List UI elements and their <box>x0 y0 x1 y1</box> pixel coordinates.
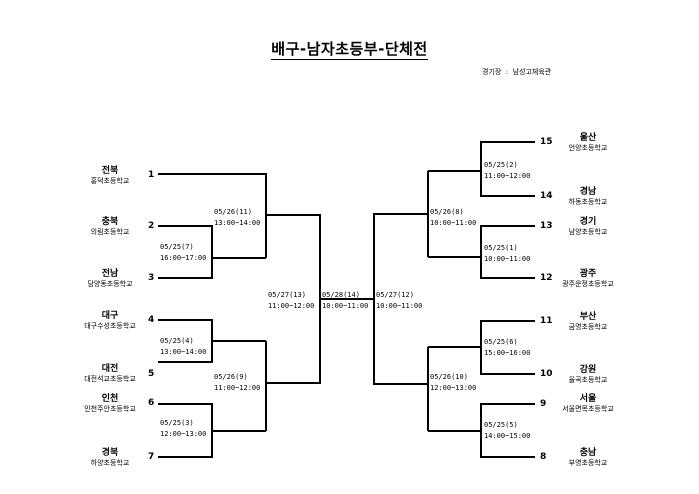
bracket-line <box>158 258 213 279</box>
match-info: 05/25(3)12:00~13:00 <box>160 419 207 438</box>
seed-number: 12 <box>540 273 553 283</box>
bracket-line <box>480 431 535 458</box>
bracket-line <box>480 141 535 171</box>
seed-number: 11 <box>540 316 553 326</box>
bracket-line <box>373 213 428 299</box>
seed-number: 7 <box>148 452 155 462</box>
bracket-line <box>266 299 321 384</box>
bracket-line <box>266 214 321 299</box>
bracket-line <box>158 403 213 431</box>
match-info: 05/25(7)16:00~17:00 <box>160 243 207 262</box>
match-info: 05/27(12)10:00~11:00 <box>376 291 423 310</box>
seed-number: 13 <box>540 221 553 231</box>
match-info: 05/27(13)11:00~12:00 <box>268 291 315 310</box>
bracket-line <box>158 431 213 458</box>
seed-number: 2 <box>148 221 155 231</box>
seed-number: 3 <box>148 273 155 283</box>
match-info: 05/26(10)12:00~13:00 <box>430 373 477 392</box>
bracket-line <box>480 257 535 279</box>
seed-number: 1 <box>148 170 155 180</box>
seed-number: 10 <box>540 369 553 379</box>
match-info: 05/26(9)11:00~12:00 <box>214 373 261 392</box>
match-info: 05/25(5)14:00~15:00 <box>484 421 531 440</box>
bracket-line <box>480 403 535 431</box>
match-info: 05/26(11)13:00~14:00 <box>214 208 261 227</box>
bracket-line <box>373 299 428 385</box>
bracket-line <box>480 171 535 197</box>
bracket-line <box>158 173 267 215</box>
seed-number: 5 <box>148 369 155 379</box>
seed-number: 6 <box>148 398 155 408</box>
venue-label: 경기장 : 남성고체육관 <box>482 68 552 76</box>
match-info: 05/25(4)13:00~14:00 <box>160 337 207 356</box>
match-info: 05/25(1)10:00~11:00 <box>484 244 531 263</box>
match-info: 05/25(2)11:00~12:00 <box>484 161 531 180</box>
bracket-line <box>480 347 535 375</box>
seed-number: 8 <box>540 452 547 462</box>
final-match-info: 05/28(14)10:00~11:00 <box>322 291 369 310</box>
bracket-line <box>158 341 213 363</box>
match-info: 05/25(6)15:00~16:00 <box>484 338 531 357</box>
bracket-line <box>158 225 213 258</box>
bracket-line <box>480 320 535 347</box>
seed-number: 15 <box>540 137 553 147</box>
bracket-line <box>480 225 535 257</box>
bracket-line <box>158 319 213 341</box>
seed-number: 9 <box>540 399 547 409</box>
match-info: 05/26(8)10:00~11:00 <box>430 208 477 227</box>
seed-number: 14 <box>540 191 553 201</box>
page-title: 배구-남자초등부-단체전 <box>271 40 428 60</box>
seed-number: 4 <box>148 315 155 325</box>
